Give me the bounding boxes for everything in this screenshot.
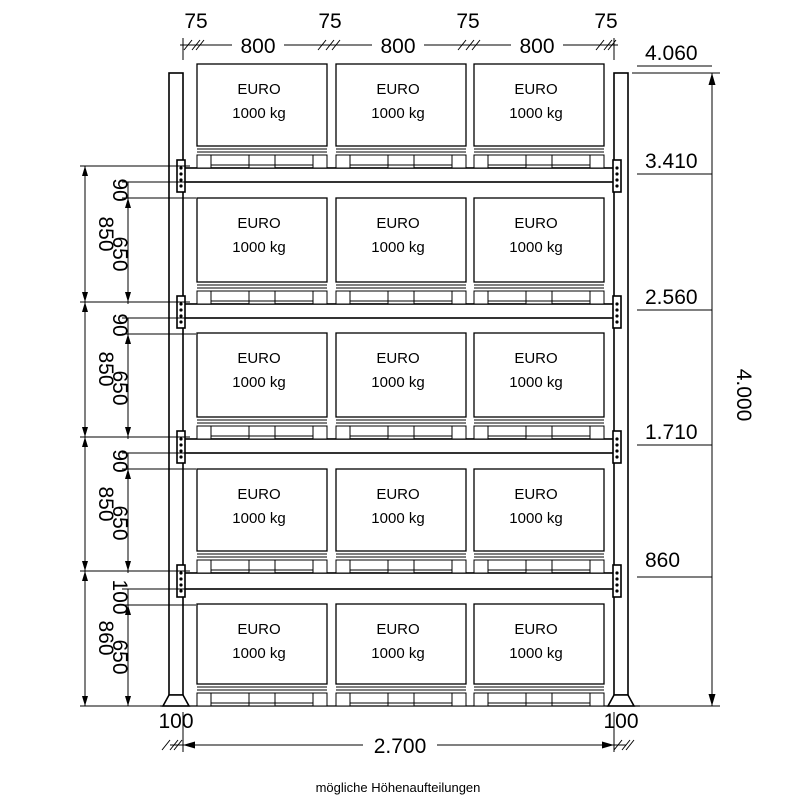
pallet-load-label: 1000 kg: [232, 105, 285, 122]
top-dimension-chain: 75 75 75 75 800 800 800: [180, 10, 618, 60]
pallet-type-label: EURO: [514, 215, 557, 232]
level-height-label: 4.060: [645, 42, 698, 65]
level-height-label: 1.710: [645, 421, 698, 444]
left-foot-label: 100: [158, 710, 193, 733]
section-clear-label: 650: [108, 236, 131, 271]
pallet-load-label: 1000 kg: [509, 239, 562, 256]
level-height-label: 2.560: [645, 286, 698, 309]
pallet-type-label: EURO: [237, 621, 280, 638]
level-height-label: 860: [645, 549, 680, 572]
pallet-type-label: EURO: [376, 621, 419, 638]
pallet-type-label: EURO: [237, 486, 280, 503]
pallet-type-label: EURO: [376, 486, 419, 503]
section-beam-label: 90: [108, 449, 131, 472]
pallet-type-label: EURO: [514, 621, 557, 638]
total-height-dimension: 4.000: [632, 72, 755, 707]
pallet-load-label: 1000 kg: [232, 374, 285, 391]
top-width-label: 800: [380, 35, 415, 58]
euro-pallet: EURO 1000 kg: [473, 197, 605, 305]
total-width-label: 2.700: [374, 735, 427, 758]
section-beam-label: 90: [108, 178, 131, 201]
top-gap-label: 75: [184, 10, 207, 33]
pallet-load-label: 1000 kg: [232, 510, 285, 527]
top-gap-label: 75: [594, 10, 617, 33]
section-beam-label: 100: [108, 579, 131, 614]
section-clear-label: 650: [108, 370, 131, 405]
section-beam-label: 90: [108, 313, 131, 336]
pallet-load-label: 1000 kg: [371, 374, 424, 391]
section-dimensions: 850 850 850 860 90 90 90 100 650 650 650…: [80, 165, 196, 707]
section-clear-label: 650: [108, 505, 131, 540]
pallet-load-label: 1000 kg: [371, 239, 424, 256]
euro-pallet: EURO 1000 kg: [335, 468, 467, 574]
pallet-load-label: 1000 kg: [509, 374, 562, 391]
pallet-load-label: 1000 kg: [509, 510, 562, 527]
euro-pallet: EURO 1000 kg: [335, 332, 467, 440]
euro-pallet: EURO 1000 kg: [473, 603, 605, 707]
pallet-type-label: EURO: [514, 350, 557, 367]
euro-pallet: EURO 1000 kg: [196, 603, 328, 707]
pallet-load-label: 1000 kg: [371, 105, 424, 122]
caption: mögliche Höhenaufteilungen: [316, 780, 481, 795]
euro-pallet: EURO 1000 kg: [196, 332, 328, 440]
euro-pallet: EURO 1000 kg: [196, 468, 328, 574]
pallet-load-label: 1000 kg: [232, 645, 285, 662]
pallet-type-label: EURO: [514, 81, 557, 98]
top-width-label: 800: [519, 35, 554, 58]
section-clear-label: 650: [108, 639, 131, 674]
level-height-labels: 4.060 3.410 2.560 1.710 860: [637, 42, 712, 578]
pallet-type-label: EURO: [237, 81, 280, 98]
left-upright: [161, 72, 191, 707]
right-foot-label: 100: [603, 710, 638, 733]
pallet-type-label: EURO: [376, 350, 419, 367]
pallet-load-label: 1000 kg: [509, 105, 562, 122]
top-width-label: 800: [240, 35, 275, 58]
pallet-type-label: EURO: [376, 215, 419, 232]
euro-pallet: EURO 1000 kg: [335, 603, 467, 707]
pallet-type-label: EURO: [237, 215, 280, 232]
section-total-label: 850: [94, 216, 117, 251]
total-height-label: 4.000: [732, 369, 755, 422]
section-total-label: 860: [94, 620, 117, 655]
euro-pallet: EURO 1000 kg: [335, 63, 467, 169]
euro-pallet: EURO 1000 kg: [473, 63, 605, 169]
euro-pallet: EURO 1000 kg: [473, 468, 605, 574]
pallet-type-label: EURO: [514, 486, 557, 503]
pallet-load-label: 1000 kg: [371, 510, 424, 527]
top-gap-label: 75: [318, 10, 341, 33]
euro-pallet: EURO 1000 kg: [196, 63, 328, 169]
pallet-load-label: 1000 kg: [371, 645, 424, 662]
euro-pallet: EURO 1000 kg: [335, 197, 467, 305]
pallet-type-label: EURO: [376, 81, 419, 98]
level-height-label: 3.410: [645, 150, 698, 173]
pallets: EURO 1000 kg EURO 1000 kg EURO 1000 kg EURO 100…: [196, 63, 605, 707]
top-gap-label: 75: [456, 10, 479, 33]
pallet-type-label: EURO: [237, 350, 280, 367]
section-total-label: 850: [94, 486, 117, 521]
euro-pallet: EURO 1000 kg: [196, 197, 328, 305]
section-total-label: 850: [94, 351, 117, 386]
pallet-load-label: 1000 kg: [232, 239, 285, 256]
euro-pallet: EURO 1000 kg: [473, 332, 605, 440]
pallet-load-label: 1000 kg: [509, 645, 562, 662]
bottom-dimension-chain: 100 100 2.700: [158, 710, 638, 758]
